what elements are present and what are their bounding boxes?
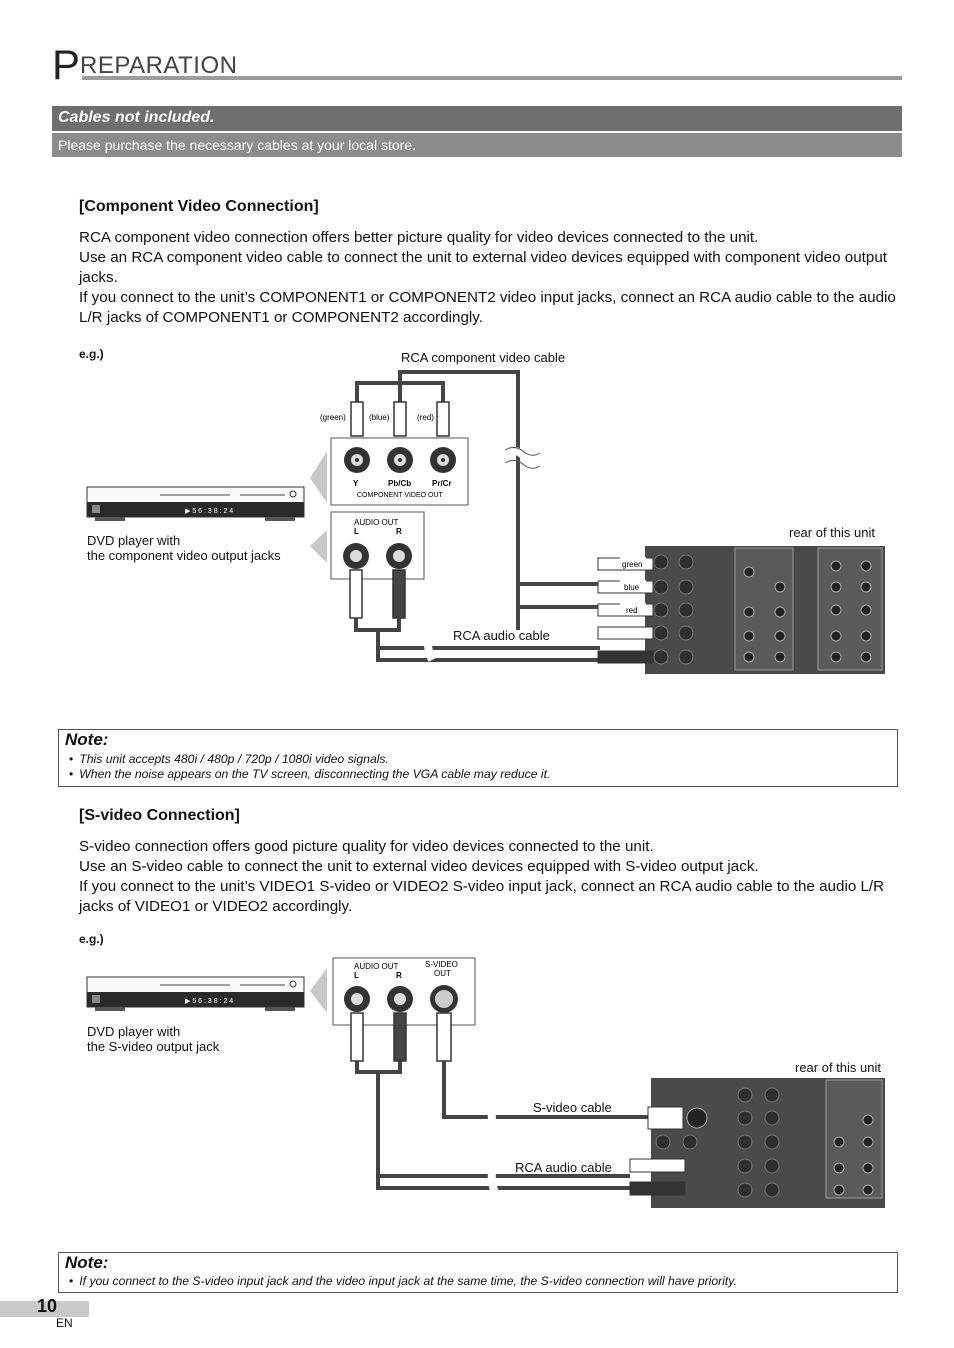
note-item: When the noise appears on the TV screen,… <box>69 767 550 782</box>
jack-pr <box>430 447 456 473</box>
page-title-initial: P <box>52 41 81 88</box>
dvd-player-label: DVD player with <box>87 533 181 548</box>
cables-subbanner: Please purchase the necessary cables at … <box>52 133 902 157</box>
component-plugs <box>350 401 450 437</box>
svideo-heading: [S-video Connection] <box>79 807 240 824</box>
rca-audio-cable <box>355 1061 630 1190</box>
component-paragraph: If you connect to the unit’s COMPONENT1 … <box>79 289 896 326</box>
plug-red-label: (red) <box>417 413 434 422</box>
rca-audio-cable <box>354 618 600 662</box>
svideo-out-label: S-VIDEO <box>425 960 458 969</box>
plug-green-label: (green) <box>320 413 346 422</box>
svideo-connection-diagram: ▶ 5 6 : 3 8 : 2 4 AUDIO OUT L R S-VIDEO … <box>86 957 885 1208</box>
component-paragraph: Use an RCA component video cable to conn… <box>79 249 887 286</box>
jack-pb-label: Pb/Cb <box>388 479 411 488</box>
component-video-cable <box>355 370 645 630</box>
tag-red: red <box>626 606 638 615</box>
jack-pb <box>387 447 413 473</box>
note-title: Note: <box>65 1253 109 1272</box>
rca-audio-cable-label: RCA audio cable <box>515 1160 612 1175</box>
audio-r-label: R <box>396 971 402 980</box>
svideo-cable-label: S-video cable <box>533 1100 612 1115</box>
svideo-cable <box>442 1061 650 1119</box>
page-language: EN <box>56 1316 73 1330</box>
dvd-player-label: the component video output jacks <box>87 548 281 563</box>
component-heading: [Component Video Connection] <box>79 198 319 215</box>
component-description: RCA component video connection offers be… <box>79 228 905 328</box>
page-title: REPARATION <box>80 52 238 79</box>
audio-l-label: L <box>354 527 359 536</box>
cables-banner-title: Cables not included. <box>58 109 215 126</box>
tag-green: green <box>622 560 642 569</box>
cables-banner-subtitle: Please purchase the necessary cables at … <box>58 137 416 153</box>
audio-l-label: L <box>354 971 359 980</box>
arrow-left-icon <box>310 530 327 563</box>
component-connection-diagram: ▶ 5 6 : 3 8 : 2 4 Y Pb/Cb Pr/Cr COMPONEN… <box>86 370 885 674</box>
note-item: If you connect to the S-video input jack… <box>69 1274 737 1289</box>
component-eg-label: e.g.) <box>79 347 104 361</box>
component-out-label: COMPONENT VIDEO OUT <box>357 492 444 499</box>
jack-pr-label: Pr/Cr <box>432 479 452 488</box>
svideo-description: S-video connection offers good picture q… <box>79 837 905 917</box>
dvd-display-text: ▶ 5 6 : 3 8 : 2 4 <box>185 998 233 1005</box>
dvd-player-illustration: ▶ 5 6 : 3 8 : 2 4 <box>86 486 305 521</box>
audio-out-label: AUDIO OUT <box>354 518 399 527</box>
dvd-display-text: ▶ 5 6 : 3 8 : 2 4 <box>185 508 233 515</box>
arrow-left-icon <box>310 451 327 503</box>
note-item: This unit accepts 480i / 480p / 720p / 1… <box>69 752 550 767</box>
page-number: 10 <box>37 1296 58 1316</box>
cables-banner: Cables not included. <box>52 106 902 131</box>
svideo-paragraph: S-video connection offers good picture q… <box>79 838 654 855</box>
arrow-left-icon <box>310 968 327 1013</box>
page-number-bar <box>0 1301 89 1317</box>
title-rule <box>82 76 902 80</box>
svideo-paragraph: Use an S-video cable to connect the unit… <box>79 858 759 875</box>
plug-blue-label: (blue) <box>369 413 390 422</box>
svideo-paragraph: If you connect to the unit’s VIDEO1 S-vi… <box>79 878 885 915</box>
note-box: Note: This unit accepts 480i / 480p / 72… <box>58 729 898 787</box>
audio-r-label: R <box>396 527 402 536</box>
note-list: This unit accepts 480i / 480p / 720p / 1… <box>69 752 550 782</box>
svideo-eg-label: e.g.) <box>79 932 104 946</box>
dvd-player-illustration: ▶ 5 6 : 3 8 : 2 4 <box>86 976 305 1011</box>
rca-audio-cable-label: RCA audio cable <box>453 628 550 643</box>
dvd-player-label: the S-video output jack <box>87 1039 220 1054</box>
audio-out-panel <box>330 511 425 580</box>
tag-blue: blue <box>624 583 640 592</box>
dvd-player-label: DVD player with <box>87 1024 181 1039</box>
component-paragraph: RCA component video connection offers be… <box>79 229 759 246</box>
note-box: Note: If you connect to the S-video inpu… <box>58 1252 898 1293</box>
note-list: If you connect to the S-video input jack… <box>69 1274 737 1289</box>
note-title: Note: <box>65 730 109 749</box>
svideo-out-label: OUT <box>434 969 451 978</box>
rear-of-unit-label: rear of this unit <box>789 525 875 540</box>
rear-of-unit-label: rear of this unit <box>795 1060 881 1075</box>
jack-y-label: Y <box>353 479 359 488</box>
rca-component-cable-label: RCA component video cable <box>401 350 566 365</box>
audio-out-label: AUDIO OUT <box>354 962 399 971</box>
jack-y <box>344 447 370 473</box>
